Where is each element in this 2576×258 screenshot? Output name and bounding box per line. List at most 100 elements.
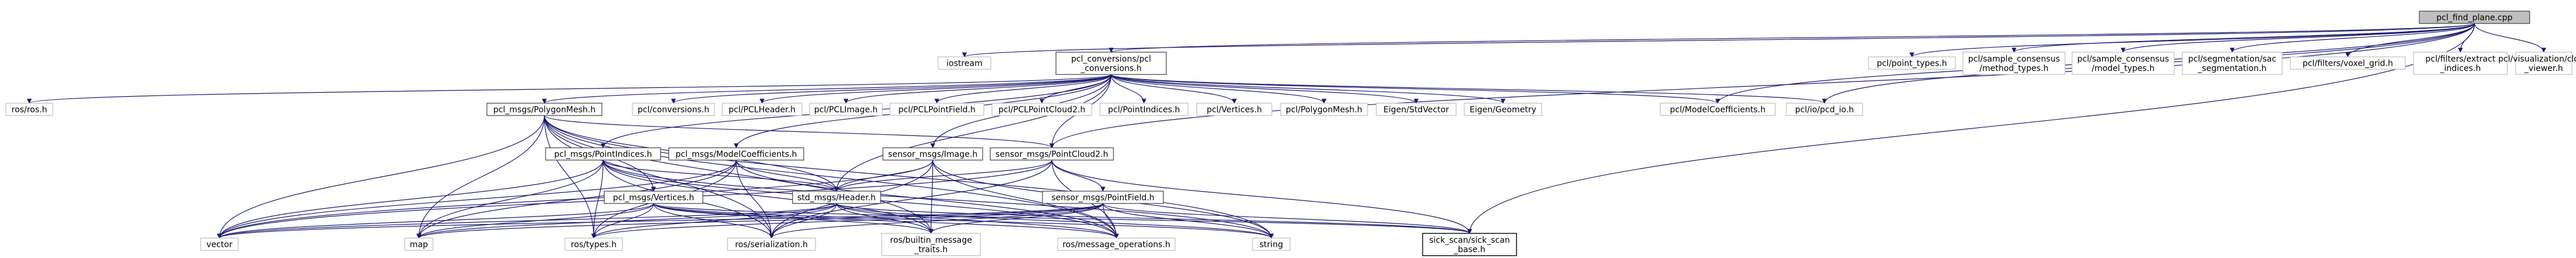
edge-polymesh-to-vector xyxy=(216,115,545,239)
node-label: pcl/PCLHeader.h xyxy=(729,106,796,115)
node-sac_model[interactable]: pcl/sample_consensus/model_types.h xyxy=(2071,52,2175,75)
node-string[interactable]: string xyxy=(1252,237,1291,251)
edge-pcl_conv-to-stdvector xyxy=(1111,74,1419,104)
edge-msgs_modelcoeff-to-std_header xyxy=(736,159,840,192)
edge-sensor_pointfield-to-ros_types xyxy=(591,203,1103,239)
node-sensor_pc2[interactable]: sensor_msgs/PointCloud2.h xyxy=(990,147,1114,161)
node-rosh[interactable]: ros/ros.h xyxy=(5,103,53,116)
node-pclpointfield[interactable]: pcl/PCLPointField.h xyxy=(889,103,984,116)
node-label: Eigen/StdVector xyxy=(1383,106,1449,115)
node-label: pcl_msgs/Vertices.h xyxy=(613,193,694,203)
edge-sensor_pointfield-to-builtin_traits xyxy=(928,203,1103,234)
node-box xyxy=(722,103,803,116)
edge-msgs_vertices-to-ros_types xyxy=(591,203,654,239)
node-label: pcl_msgs/PolygonMesh.h xyxy=(493,106,596,115)
node-box xyxy=(937,56,991,70)
node-pointindices[interactable]: pcl/PointIndices.h xyxy=(1099,103,1189,116)
node-builtin_traits[interactable]: ros/builtin_message_traits.h xyxy=(881,233,981,256)
node-box xyxy=(1057,237,1176,251)
edge-layer xyxy=(27,23,2547,239)
edge-msgs_pointindices-to-builtin_traits xyxy=(602,159,934,234)
edge-sensor_pc2-to-ros_serial xyxy=(769,159,1052,239)
node-pcl_conv[interactable]: pcl_conversions/pcl_conversions.h xyxy=(1055,52,1167,75)
node-box xyxy=(1099,103,1189,116)
node-box xyxy=(486,103,602,116)
edge-std_header-to-sick_scan_base xyxy=(836,203,1472,234)
node-polygonmesh[interactable]: pcl/PolygonMesh.h xyxy=(1280,103,1368,116)
node-label: pcl_msgs/ModelCoefficients.h xyxy=(675,150,797,159)
node-sac_method[interactable]: pcl/sample_consensus/method_types.h xyxy=(1962,52,2066,75)
node-iostream[interactable]: iostream xyxy=(937,56,991,70)
node-box xyxy=(200,237,239,251)
edge-polymesh-to-map xyxy=(416,115,545,239)
node-label: ros/message_operations.h xyxy=(1062,240,1170,250)
node-std_header[interactable]: std_msgs/Header.h xyxy=(792,191,881,204)
node-msgs_vertices[interactable]: pcl_msgs/Vertices.h xyxy=(604,191,703,204)
node-point_types[interactable]: pcl/point_types.h xyxy=(1868,56,1956,70)
edge-msgs_modelcoeff-to-ros_serial xyxy=(736,159,774,239)
node-box xyxy=(1422,233,1517,256)
node-vertices[interactable]: pcl/Vertices.h xyxy=(1196,103,1272,116)
node-label: pcl/conversions.h xyxy=(638,106,709,115)
node-vector[interactable]: vector xyxy=(200,237,239,251)
node-label: pcl/segmentation/sac_segmentation.h xyxy=(2188,55,2276,73)
node-ros_serial[interactable]: ros/serialization.h xyxy=(727,237,816,251)
node-box xyxy=(2413,52,2508,75)
edge-pcl_conv-to-pclheader xyxy=(759,74,1112,104)
node-extract[interactable]: pcl/filters/extract_indices.h xyxy=(2413,52,2508,75)
node-sac_seg[interactable]: pcl/segmentation/sac_segmentation.h xyxy=(2182,52,2283,75)
node-sick_scan_base[interactable]: sick_scan/sick_scan_base.h xyxy=(1422,233,1517,256)
edge-msgs_vertices-to-vector xyxy=(216,203,654,239)
node-pcl_conversions[interactable]: pcl/conversions.h xyxy=(632,103,715,116)
node-geometry[interactable]: Eigen/Geometry xyxy=(1464,103,1542,116)
edge-msgs_pointindices-to-string xyxy=(602,159,1274,239)
node-pclimage[interactable]: pcl/PCLImage.h xyxy=(809,103,883,116)
node-msgs_pointindices[interactable]: pcl_msgs/PointIndices.h xyxy=(545,147,661,161)
node-sensor_pointfield[interactable]: sensor_msgs/PointField.h xyxy=(1042,191,1164,204)
edge-root-to-cloud_viewer xyxy=(2474,23,2547,53)
node-box xyxy=(792,191,881,204)
edge-pcl_conv-to-geometry xyxy=(1111,74,1505,104)
node-pclheader[interactable]: pcl/PCLHeader.h xyxy=(722,103,803,116)
node-box xyxy=(990,147,1114,161)
node-label: pcl/Vertices.h xyxy=(1207,106,1262,115)
edge-msgs_vertices-to-msg_ops xyxy=(653,203,1119,239)
node-box xyxy=(404,237,434,251)
edge-msgs_pointindices-to-ros_types xyxy=(591,159,604,239)
node-polymesh[interactable]: pcl_msgs/PolygonMesh.h xyxy=(486,103,602,116)
node-cloud_viewer[interactable]: pcl/visualization/cloud_viewer.h xyxy=(2498,52,2576,75)
edge-std_header-to-ros_types xyxy=(591,203,837,239)
node-map[interactable]: map xyxy=(404,237,434,251)
node-label: pcl/ModelCoefficients.h xyxy=(1670,106,1766,115)
edge-std_header-to-ros_serial xyxy=(769,203,837,239)
node-box xyxy=(2290,56,2406,70)
node-box xyxy=(1280,103,1368,116)
node-label: pcl_msgs/PointIndices.h xyxy=(554,150,652,159)
node-label: pcl/sample_consensus/method_types.h xyxy=(1968,55,2060,73)
node-label: pcl/filters/extract_indices.h xyxy=(2425,55,2496,73)
edge-pcl_conv-to-polygonmesh xyxy=(1111,74,1327,104)
node-root[interactable]: pcl_find_plane.cpp xyxy=(2419,11,2530,24)
node-voxel[interactable]: pcl/filters/voxel_grid.h xyxy=(2290,56,2406,70)
node-pclpointcloud2[interactable]: pcl/PCLPointCloud2.h xyxy=(991,103,1092,116)
node-msgs_modelcoeff[interactable]: pcl_msgs/ModelCoefficients.h xyxy=(668,147,804,161)
node-label: iostream xyxy=(946,59,983,69)
node-stdvector[interactable]: Eigen/StdVector xyxy=(1376,103,1457,116)
node-ros_types[interactable]: ros/types.h xyxy=(564,237,623,251)
node-sensor_image[interactable]: sensor_msgs/Image.h xyxy=(882,147,983,161)
node-pcd_io[interactable]: pcl/io/pcd_io.h xyxy=(1786,103,1863,116)
node-box xyxy=(1962,52,2066,75)
edge-sensor_pointfield-to-map xyxy=(417,203,1103,239)
edge-root-to-point_types xyxy=(1910,23,2475,57)
node-label: pcl/PCLImage.h xyxy=(814,106,878,115)
node-msg_ops[interactable]: ros/message_operations.h xyxy=(1057,237,1176,251)
edge-polymesh-to-msg_ops xyxy=(544,115,1119,239)
edge-std_header-to-msg_ops xyxy=(836,203,1119,239)
node-box xyxy=(1252,237,1291,251)
edge-polymesh-to-sensor_pc2 xyxy=(544,115,1054,148)
edge-pcl_conv-to-polymesh xyxy=(542,74,1112,104)
node-box xyxy=(1042,191,1164,204)
edge-sensor_pointfield-to-sick_scan_base xyxy=(1102,203,1473,234)
node-label: ros/builtin_message_traits.h xyxy=(890,236,972,254)
node-modelcoeff[interactable]: pcl/ModelCoefficients.h xyxy=(1660,103,1776,116)
